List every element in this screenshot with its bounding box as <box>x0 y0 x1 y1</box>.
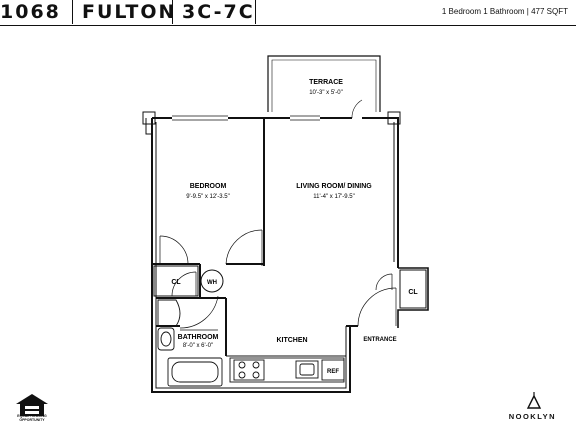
entrance-label: ENTRANCE <box>363 337 396 343</box>
terrace-door-swing <box>351 99 363 119</box>
refrigerator-label: REF <box>327 369 339 375</box>
range <box>233 359 265 381</box>
living-room-label: LIVING ROOM/ DINING <box>296 183 372 190</box>
window <box>172 115 320 121</box>
terrace-label: TERRACE <box>309 79 343 86</box>
terrace-dims: 10'-3" x 5'-0" <box>309 90 343 96</box>
water-heater-label: WH <box>207 280 217 286</box>
water-heater <box>200 269 224 293</box>
interior-walls <box>152 118 358 357</box>
header-divider <box>72 0 73 24</box>
header-divider <box>172 0 173 24</box>
bedroom-dims: 9'-9.5" x 12'-3.5" <box>186 194 230 200</box>
brand-name: NOOKLYN <box>508 412 556 421</box>
unit-details: 1 Bedroom 1 Bathroom | 477 SQFT <box>441 7 568 16</box>
bathtub <box>167 357 223 387</box>
bedroom-label: BEDROOM <box>190 183 227 190</box>
bathroom-label: BATHROOM <box>178 334 219 341</box>
street-name: FULTON <box>82 1 177 23</box>
sink <box>295 360 319 379</box>
toilet <box>157 299 181 327</box>
living-room-dims: 11'-4" x 17'-9.5" <box>313 194 354 200</box>
bathroom-fixtures <box>157 299 223 387</box>
kitchen-counter <box>229 357 345 383</box>
building-number: 1068 <box>0 1 61 23</box>
header-rule <box>0 25 576 26</box>
bedroom-closet <box>153 265 199 297</box>
entry-closet <box>399 269 427 309</box>
nooklyn-logo-icon <box>526 392 542 409</box>
bedroom-closet-label: CL <box>171 279 181 286</box>
exterior-walls <box>142 111 429 393</box>
header-divider <box>255 0 256 24</box>
terrace-railing <box>267 55 381 112</box>
refrigerator <box>321 359 345 381</box>
entry-closet-label: CL <box>408 289 418 296</box>
equal-housing-text: EQUAL HOUSING OPPORTUNITY <box>17 414 47 422</box>
header: 1068 FULTON 3C-7C 1 Bedroom 1 Bathroom |… <box>0 0 576 26</box>
bathroom-dims: 8'-0" x 6'-0" <box>183 343 213 349</box>
door-swings <box>159 229 397 331</box>
equal-housing-icon <box>16 394 48 416</box>
kitchen-label: KITCHEN <box>276 337 307 344</box>
unit-numbers: 3C-7C <box>182 1 255 23</box>
